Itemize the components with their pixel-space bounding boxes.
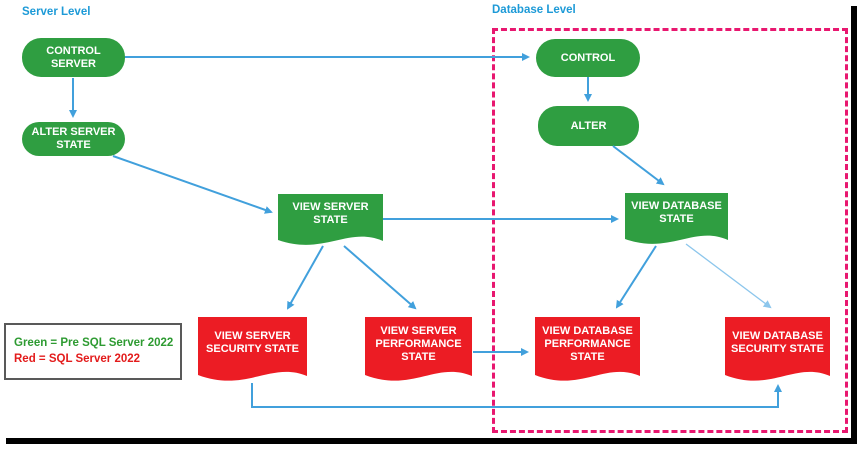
node-alter-server-state-label: ALTER SERVER STATE <box>31 126 116 151</box>
wave-shape <box>365 317 472 381</box>
node-view-server-performance-state: VIEW SERVER PERFORMANCE STATE <box>365 317 472 389</box>
node-view-database-state-label: VIEW DATABASE STATE <box>631 200 722 225</box>
legend-red-line: Red = SQL Server 2022 <box>14 353 141 365</box>
diagram-sheet: Server Level Database Level CONTROL SERV… <box>4 4 848 433</box>
node-alter-server-state: ALTER SERVER STATE <box>22 122 125 156</box>
node-view-database-performance-state-label: VIEW DATABASE PERFORMANCE STATE <box>542 325 633 363</box>
database-level-zone <box>492 28 848 433</box>
node-view-server-security-state-label: VIEW SERVER SECURITY STATE <box>206 330 299 355</box>
node-view-server-security-state: VIEW SERVER SECURITY STATE <box>198 317 307 389</box>
wave-shape <box>625 193 728 244</box>
node-view-database-security-state-label: VIEW DATABASE SECURITY STATE <box>731 330 824 355</box>
node-view-server-state: VIEW SERVER STATE <box>278 194 383 252</box>
wave-shape <box>535 317 640 381</box>
wave-shape <box>198 317 307 381</box>
node-control-label: CONTROL <box>560 51 616 64</box>
node-view-database-state: VIEW DATABASE STATE <box>625 193 728 251</box>
arrow-alter-server-state-to-view-server-state <box>112 155 273 214</box>
node-view-server-performance-state-label: VIEW SERVER PERFORMANCE STATE <box>375 325 462 363</box>
node-alter: ALTER <box>538 106 639 146</box>
database-level-label: Database Level <box>492 4 576 16</box>
server-level-label: Server Level <box>22 6 91 18</box>
node-control-server-label: CONTROL SERVER <box>46 44 101 70</box>
node-view-database-performance-state: VIEW DATABASE PERFORMANCE STATE <box>535 317 640 389</box>
node-view-server-state-label: VIEW SERVER STATE <box>292 201 369 226</box>
node-alter-label: ALTER <box>570 119 607 132</box>
wave-shape <box>725 317 830 381</box>
node-control-server: CONTROL SERVER <box>22 38 125 77</box>
node-view-database-security-state: VIEW DATABASE SECURITY STATE <box>725 317 830 389</box>
arrow-view-server-state-to-view-server-security-state <box>287 245 324 310</box>
arrow-view-server-state-to-view-server-performance-state <box>343 245 417 310</box>
legend-box: Green = Pre SQL Server 2022 Red = SQL Se… <box>4 323 182 380</box>
legend-green-line: Green = Pre SQL Server 2022 <box>14 337 174 349</box>
wave-shape <box>278 194 383 245</box>
node-control: CONTROL <box>536 39 640 77</box>
